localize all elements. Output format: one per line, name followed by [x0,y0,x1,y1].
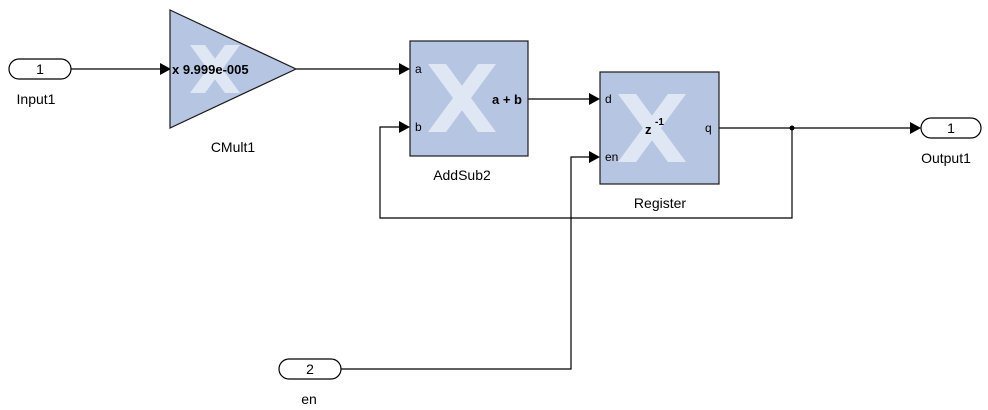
inport-input1-oval[interactable] [8,58,72,80]
inport-en-number: 2 [306,361,314,377]
outport-output1-label: Output1 [921,150,971,166]
xilinx-logo-icon [190,45,240,93]
addsub2-port-b: b [415,120,422,134]
register-function-exp: -1 [655,117,664,128]
addsub2-port-a: a [415,62,422,76]
block-register[interactable]: d en q z -1 Register [599,71,720,211]
inport-en[interactable]: 2 en [278,358,342,407]
inport-en-label: en [301,391,317,407]
register-port-d: d [605,92,612,106]
addsub2-function-text: a + b [492,92,522,107]
arrowhead-addsub-b [399,121,410,133]
inport-input1-label: Input1 [17,91,56,107]
addsub2-shape[interactable] [409,40,529,157]
outport-output1[interactable]: 1 Output1 [920,117,982,166]
xilinx-logo-icon [618,94,686,162]
cmult1-shape[interactable] [169,9,298,129]
outport-output1-number: 1 [947,120,955,136]
register-function-base: z [645,122,652,137]
arrowhead-cmult-in [160,63,171,75]
cmult1-label: CMult1 [211,139,256,155]
register-port-q: q [705,121,712,135]
branch-point [789,125,795,131]
block-addsub2[interactable]: a b a + b AddSub2 [409,40,529,183]
addsub2-label: AddSub2 [433,167,491,183]
cmult1-function-text: x 9.999e-005 [172,62,249,77]
wires [71,63,921,370]
arrowhead-register-en [589,151,600,163]
inport-input1-number: 1 [36,61,44,77]
register-port-en: en [605,150,618,164]
outport-output1-oval[interactable] [920,117,982,139]
arrowhead-output1 [910,122,921,134]
wire-en-to-register-en[interactable] [341,156,589,370]
inport-en-oval[interactable] [278,358,342,380]
xilinx-logo-icon [428,64,496,132]
wire-feedback-to-addsub-b[interactable] [379,126,793,219]
inport-input1[interactable]: 1 Input1 [8,58,72,107]
block-cmult1[interactable]: x 9.999e-005 CMult1 [169,9,298,155]
register-label: Register [634,195,686,211]
arrowhead-addsub-a [399,63,410,75]
arrowhead-register-d [589,93,600,105]
